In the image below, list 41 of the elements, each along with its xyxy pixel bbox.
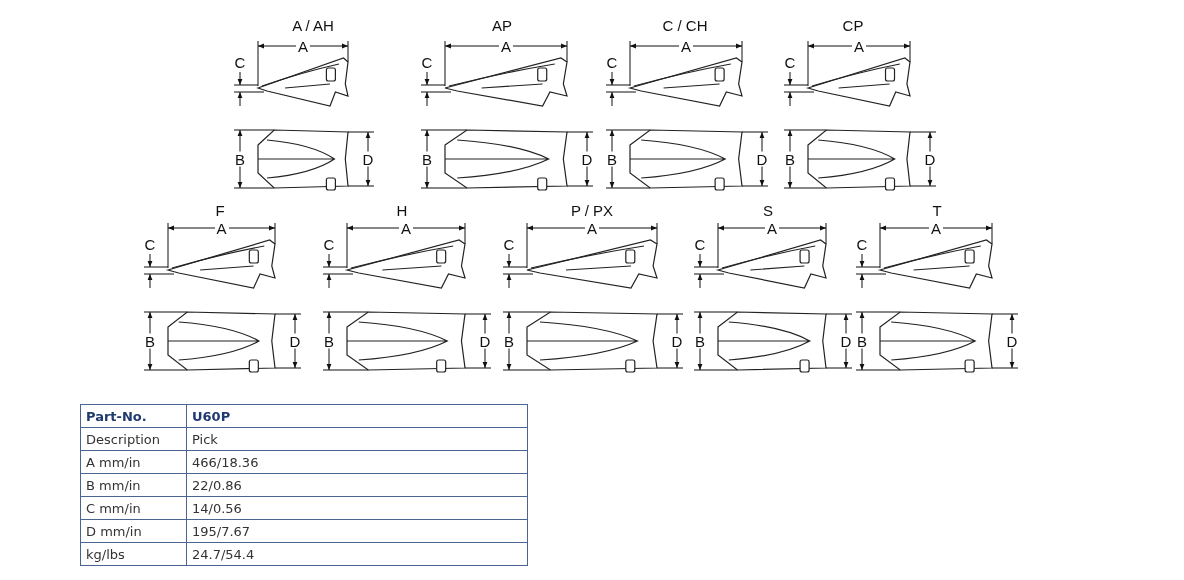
table-cell: 195/7.67: [186, 519, 528, 543]
dimension-label: B: [605, 151, 619, 167]
panel-title: F: [215, 203, 225, 218]
dimension-label: D: [287, 333, 303, 349]
table-cell: D mm/in: [80, 519, 187, 543]
table-cell: Part-No.: [80, 404, 187, 428]
table-cell: Description: [80, 427, 187, 451]
dimension-label: D: [1004, 333, 1020, 349]
panel-title: S: [763, 203, 773, 218]
dimension-label: B: [143, 333, 157, 349]
dimension-label: B: [233, 151, 247, 167]
table-cell: C mm/in: [80, 496, 187, 520]
panel-title: T: [932, 203, 942, 218]
dimension-label: B: [322, 333, 336, 349]
panel-title: P / PX: [570, 203, 614, 218]
table-cell: B mm/in: [80, 473, 187, 497]
dimension-label: D: [477, 333, 493, 349]
panel-title: C / CH: [662, 18, 708, 33]
dimension-label: D: [838, 333, 854, 349]
dimension-label: B: [783, 151, 797, 167]
dimension-label: D: [922, 151, 938, 167]
dimension-label: D: [579, 151, 595, 167]
dimension-label: B: [420, 151, 434, 167]
table-cell: 466/18.36: [186, 450, 528, 474]
panel-title: H: [396, 203, 408, 218]
panel-title: A / AH: [292, 18, 334, 33]
table-cell: kg/lbs: [80, 542, 187, 566]
table-cell: Pick: [186, 427, 528, 451]
dimension-label: B: [502, 333, 516, 349]
dimension-label: B: [693, 333, 707, 349]
table-cell: 24.7/54.4: [186, 542, 528, 566]
dimension-label: D: [754, 151, 770, 167]
panel-title: AP: [492, 18, 512, 33]
dimension-label: D: [669, 333, 685, 349]
dimension-label: B: [855, 333, 869, 349]
table-cell: A mm/in: [80, 450, 187, 474]
dimension-label: D: [360, 151, 376, 167]
table-cell: 14/0.56: [186, 496, 528, 520]
panel-title: CP: [842, 18, 864, 33]
table-cell: U60P: [186, 404, 528, 428]
table-cell: 22/0.86: [186, 473, 528, 497]
